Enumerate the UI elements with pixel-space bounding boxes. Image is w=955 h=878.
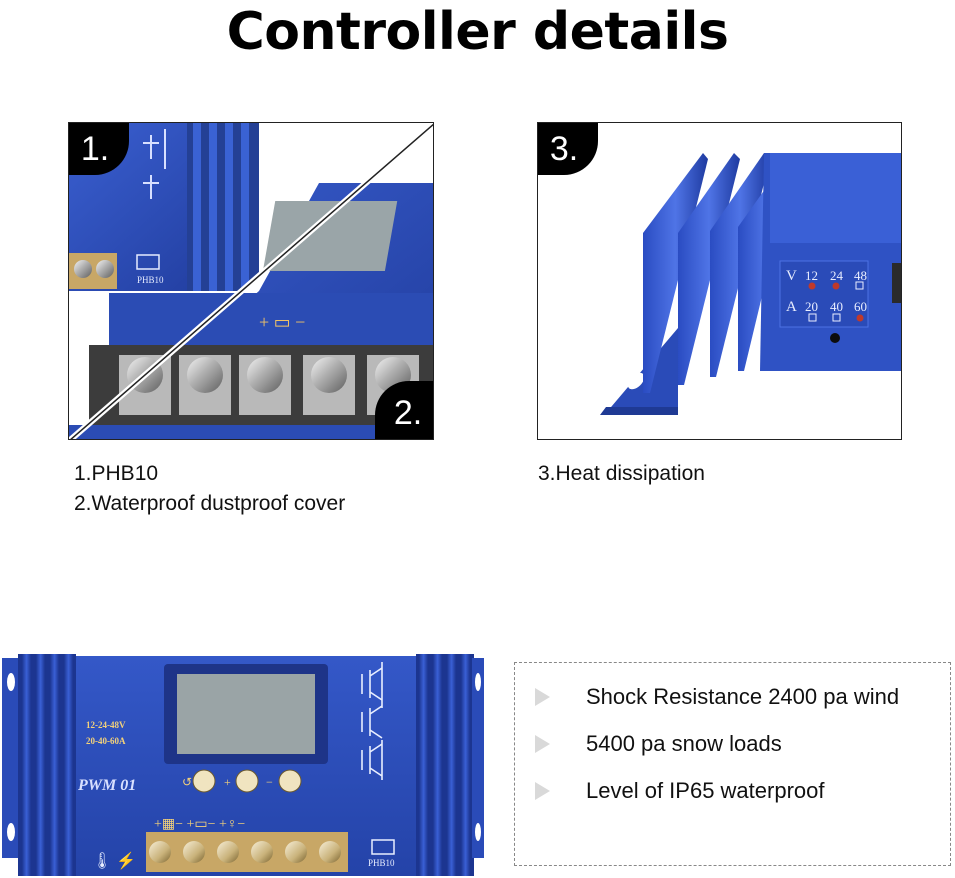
svg-text:+: + — [224, 775, 231, 789]
current-option-20: 20 — [805, 299, 818, 314]
current-selector-label: A — [786, 299, 797, 315]
model-label: PWM 01 — [77, 777, 136, 794]
feature-text: Level of IP65 waterproof — [586, 778, 825, 803]
feature-item: Shock Resistance 2400 pa wind — [535, 684, 899, 710]
badge-3: 3. — [538, 123, 598, 175]
current-option-40: 40 — [830, 299, 843, 314]
feature-item: 5400 pa snow loads — [535, 731, 782, 757]
heat-sink-image: V 12 24 48 A 20 40 60 — [600, 153, 901, 415]
voltage-selector-label: V — [786, 268, 797, 284]
detail-panel-phb10-cover: PHB10 + ▭ − 1. 2. — [68, 122, 434, 440]
badge-2: 2. — [375, 381, 433, 439]
feature-text: 5400 pa snow loads — [586, 731, 782, 756]
voltage-option-12: 12 — [805, 268, 818, 283]
controller-closeup-image: PHB10 + ▭ − — [69, 123, 433, 439]
page-title: Controller details — [226, 2, 729, 62]
detail-panel-heat-dissipation: V 12 24 48 A 20 40 60 3. — [537, 122, 902, 440]
caption-waterproof-cover: 2.Waterproof dustproof cover — [74, 492, 346, 515]
svg-text:+ ▭ −: + ▭ − — [259, 312, 305, 332]
bullet-triangle-icon — [535, 782, 550, 800]
voltage-option-48: 48 — [854, 268, 867, 283]
svg-text:↺: ↺ — [182, 775, 192, 789]
bullet-triangle-icon — [535, 735, 550, 753]
caption-phb10: 1.PHB10 — [74, 462, 159, 485]
feature-item: Level of IP65 waterproof — [535, 778, 824, 804]
current-rating: 20-40-60A — [86, 736, 126, 746]
svg-text:🌡 ⚡: 🌡 ⚡ — [92, 851, 136, 870]
current-option-60: 60 — [854, 299, 867, 314]
caption-heat-dissipation: 3.Heat dissipation — [538, 462, 705, 485]
product-port-label: PHB10 — [368, 858, 395, 868]
voltage-rating: 12-24-48V — [86, 720, 126, 730]
voltage-option-24: 24 — [830, 268, 844, 283]
controller-product-image: 12-24-48V 20-40-60A PWM 01 ↺ + − +▦− +▭−… — [0, 652, 485, 878]
feature-text: Shock Resistance 2400 pa wind — [586, 684, 900, 709]
bullet-triangle-icon — [535, 688, 550, 706]
svg-text:+▦− +▭− +♀−: +▦− +▭− +♀− — [154, 817, 245, 832]
badge-1: 1. — [69, 123, 129, 175]
phb10-port-label: PHB10 — [137, 275, 164, 285]
features-box: Shock Resistance 2400 pa wind 5400 pa sn… — [514, 662, 951, 866]
svg-text:−: − — [266, 775, 273, 789]
